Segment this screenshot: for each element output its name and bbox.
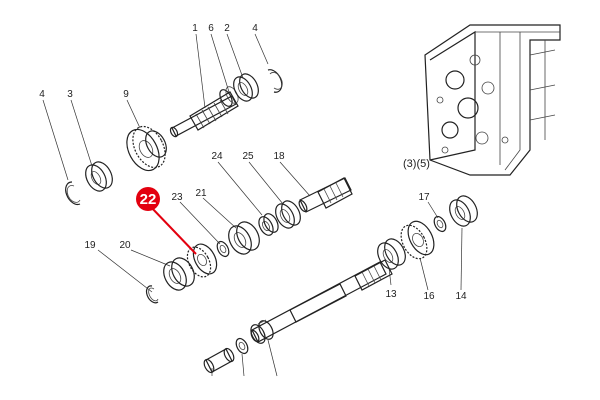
label-17: 17 bbox=[418, 192, 430, 203]
label-18: 18 bbox=[273, 151, 285, 162]
label-19: 19 bbox=[84, 240, 96, 251]
ball-bearing-3 bbox=[85, 161, 113, 192]
label-9: 9 bbox=[123, 89, 129, 100]
bearing-20 bbox=[163, 257, 195, 291]
bearing-21 bbox=[228, 221, 260, 255]
bearing-13 bbox=[377, 238, 406, 270]
label-1: 1 bbox=[192, 23, 198, 34]
label-14: 14 bbox=[455, 291, 467, 302]
washer-17 bbox=[433, 215, 447, 233]
washer-23 bbox=[216, 240, 230, 258]
snap-ring-19 bbox=[145, 285, 159, 304]
snap-ring-4-left bbox=[65, 181, 81, 206]
label-3: 3 bbox=[67, 89, 73, 100]
label-2: 2 bbox=[224, 23, 230, 34]
reference-label: (3)(5) bbox=[403, 158, 430, 170]
transmission-housing bbox=[424, 24, 561, 176]
ball-bearing-2 bbox=[233, 73, 259, 102]
main-shaft bbox=[250, 259, 393, 343]
highlight-badge-circle bbox=[136, 187, 160, 211]
gear-16 bbox=[400, 220, 435, 260]
collar-lower bbox=[235, 337, 249, 355]
snap-ring-4-top bbox=[267, 69, 283, 93]
leader-lines bbox=[42, 33, 463, 377]
label-13: 13 bbox=[385, 289, 397, 300]
countershaft-18 bbox=[298, 177, 353, 213]
needle-bearing-lower bbox=[250, 319, 274, 344]
label-25: 25 bbox=[242, 151, 254, 162]
label-4-left: 4 bbox=[39, 89, 45, 100]
bearing-14 bbox=[449, 195, 478, 227]
gear-22[interactable] bbox=[183, 240, 222, 281]
label-20: 20 bbox=[119, 240, 131, 251]
label-24: 24 bbox=[211, 151, 223, 162]
label-6: 6 bbox=[208, 23, 214, 34]
gear-9 bbox=[126, 125, 167, 172]
highlight-badge[interactable]: 22 bbox=[136, 187, 160, 211]
label-21: 21 bbox=[195, 188, 207, 199]
label-16: 16 bbox=[423, 291, 435, 302]
sleeve-lower bbox=[203, 347, 235, 374]
input-shaft bbox=[169, 91, 239, 138]
label-4-top: 4 bbox=[252, 23, 258, 34]
highlight-badge-label: 22 bbox=[140, 191, 157, 208]
bearing-25 bbox=[275, 200, 301, 229]
highlight-leader bbox=[149, 205, 197, 255]
label-23: 23 bbox=[171, 192, 183, 203]
collar-24 bbox=[258, 213, 279, 236]
part-labels: 1 6 2 4 4 3 9 24 25 18 23 21 19 20 17 13… bbox=[39, 23, 467, 302]
